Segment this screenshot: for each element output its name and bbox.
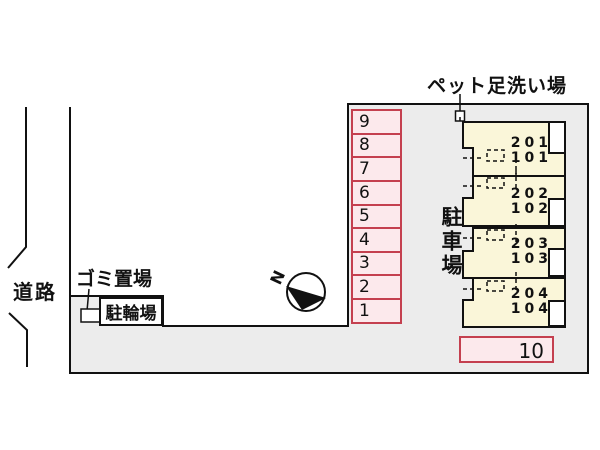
road-edge-upper xyxy=(7,107,27,269)
garbage-area-label: ゴミ置場 xyxy=(76,268,153,290)
parking-spot-5: 5 xyxy=(359,206,370,226)
entrance-dashed-marks xyxy=(463,149,517,294)
parking-spot-10: 10 xyxy=(518,339,544,363)
parking-lot-label: 駐車場 xyxy=(439,206,463,278)
building xyxy=(462,121,566,328)
balcony-1 xyxy=(548,121,566,154)
parking-spot-4: 4 xyxy=(359,230,370,250)
parking-spot-8: 8 xyxy=(359,135,370,155)
unit-201: 201 xyxy=(510,135,552,151)
parking-spot-10-box xyxy=(459,336,554,363)
parking-spot-1: 1 xyxy=(359,301,370,321)
pet-wash-label: ペット足洗い場 xyxy=(427,75,568,97)
unit-101: 101 xyxy=(510,150,552,166)
balcony-3 xyxy=(548,248,566,277)
parking-spot-9: 9 xyxy=(359,112,370,132)
parking-spot-3: 3 xyxy=(359,253,370,273)
balcony-2 xyxy=(548,198,566,227)
compass-needle xyxy=(286,286,326,310)
unit-202: 202 xyxy=(510,186,552,202)
unit-104: 104 xyxy=(510,301,552,317)
balcony-4 xyxy=(548,300,566,327)
road-edge-lower xyxy=(8,312,28,367)
parking-spot-7: 7 xyxy=(359,159,370,179)
garbage-marker xyxy=(80,308,101,323)
road-label: 道路 xyxy=(13,280,57,304)
garbage-leader-line xyxy=(86,288,90,312)
unit-103: 103 xyxy=(510,251,552,267)
parking-spot-6: 6 xyxy=(359,183,370,203)
unit-102: 102 xyxy=(510,201,552,217)
lot-boundary xyxy=(69,103,589,374)
parking-column xyxy=(351,109,402,324)
parking-dividers xyxy=(352,133,401,300)
bicycle-parking-label: 駐輪場 xyxy=(99,297,163,326)
parking-spot-2: 2 xyxy=(359,277,370,297)
unit-204: 204 xyxy=(510,286,552,302)
unit-203: 203 xyxy=(510,236,552,252)
